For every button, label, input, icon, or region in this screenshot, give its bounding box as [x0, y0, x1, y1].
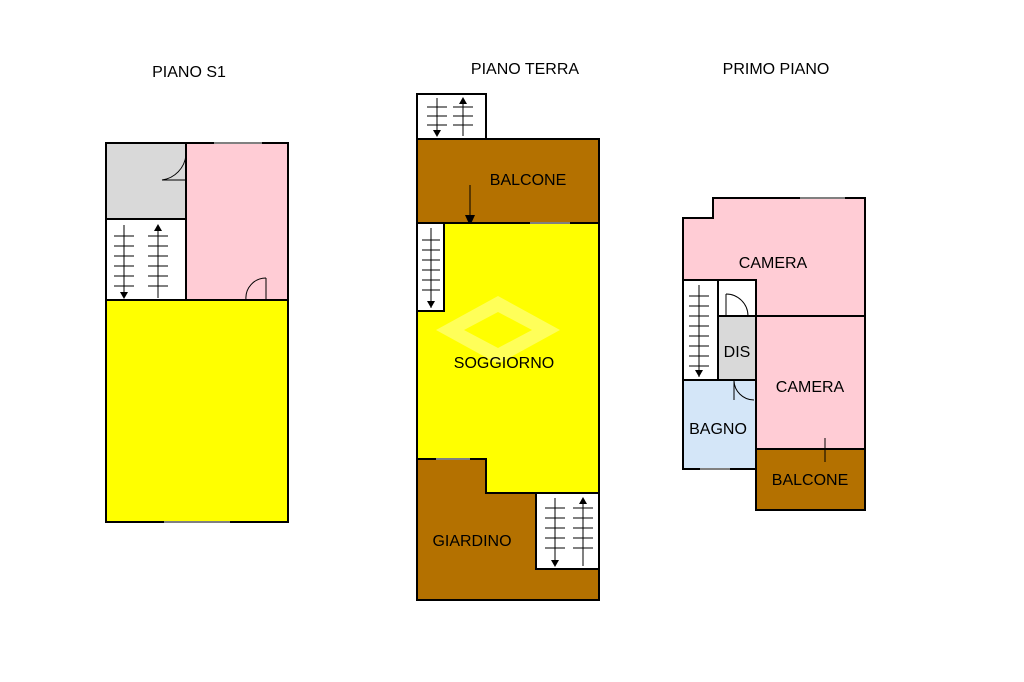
- label-bagno: BAGNO: [689, 421, 747, 438]
- service-room-s1: [105, 142, 187, 220]
- entry-arrow-head: [465, 215, 475, 226]
- stair-treads-terra-top: [427, 97, 473, 137]
- label-soggiorno: SOGGIORNO: [454, 355, 554, 372]
- label-balcone-terra: BALCONE: [490, 172, 566, 189]
- room-camera-2: [755, 315, 866, 450]
- room-bagno: [682, 379, 757, 470]
- stairs-terra-bottom: [535, 492, 600, 570]
- stair-treads-terra-bottom: [545, 497, 593, 567]
- main-room-s1: [105, 299, 289, 523]
- room-balcone-terra: [416, 138, 600, 224]
- door-swing-s1-a: [161, 154, 187, 181]
- label-camera-2: CAMERA: [776, 379, 845, 396]
- label-camera-1: CAMERA: [739, 255, 808, 272]
- floor-title-terra: PIANO TERRA: [471, 61, 580, 78]
- door-swing-s1-b: [245, 277, 267, 301]
- door-swing-dis-top: [725, 293, 749, 317]
- pink-room-s1: [185, 142, 289, 301]
- stair-treads-primo: [689, 285, 709, 377]
- floor-title-s1: PIANO S1: [152, 64, 226, 81]
- watermark-logo: [436, 296, 560, 364]
- label-dis: DIS: [724, 344, 751, 361]
- label-balcone-primo: BALCONE: [772, 472, 848, 489]
- floor-piano-s1: PIANO S1: [105, 64, 289, 523]
- stairs-s1: [105, 218, 187, 301]
- label-giardino: GIARDINO: [432, 533, 511, 550]
- stair-treads-s1: [114, 224, 168, 299]
- floor-title-primo: PRIMO PIANO: [723, 61, 830, 78]
- room-balcone-primo: [755, 448, 866, 511]
- floor-primo-piano: PRIMO PIANO CAMERA DIS CAMERA: [682, 61, 866, 511]
- stair-treads-terra-left: [422, 228, 440, 308]
- stairs-primo: [682, 279, 719, 381]
- floor-piano-terra: PIANO TERRA BALCONE SOGGIORNO: [416, 61, 600, 601]
